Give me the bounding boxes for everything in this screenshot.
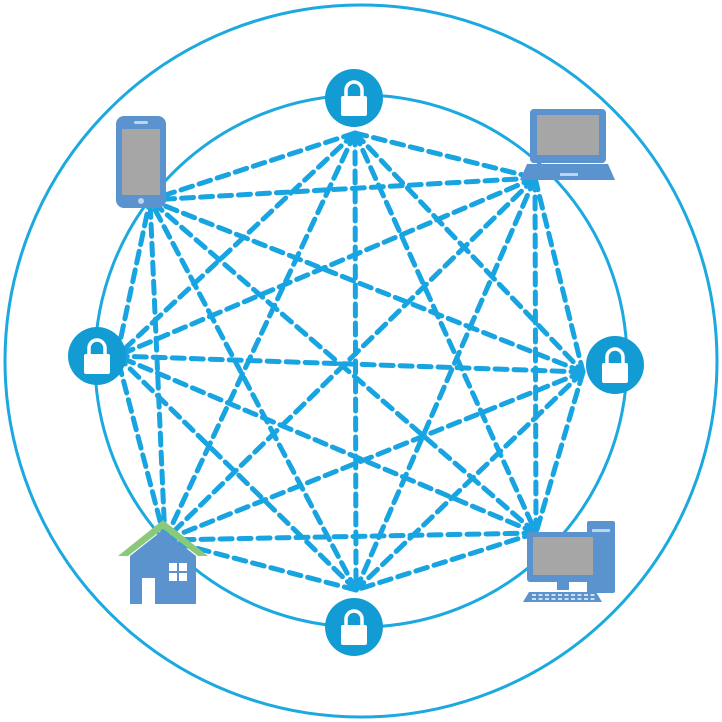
outer-ring — [3, 3, 719, 719]
lock-top-padlock-icon — [325, 69, 383, 127]
lock-body — [341, 96, 367, 116]
desktop-key — [571, 598, 575, 600]
connection-lock-right-lock-left — [114, 353, 586, 375]
laptop-screen — [537, 115, 599, 155]
network-nodes — [68, 69, 644, 656]
lock-right-padlock-icon — [586, 336, 644, 394]
laptop-touchpad — [560, 173, 578, 176]
lock-body — [602, 363, 628, 383]
connection-lock-top-desktop — [352, 130, 539, 536]
desktop-key — [584, 598, 588, 600]
desktop-key — [577, 598, 582, 600]
connection-lock-top-lock-right — [352, 130, 586, 375]
desktop-key — [551, 594, 556, 596]
desktop-monitor-screen — [533, 537, 593, 575]
connection-laptop-lock-left — [114, 175, 538, 359]
desktop-key — [564, 598, 569, 600]
desktop-key — [545, 598, 549, 600]
connection-laptop-phone — [147, 175, 538, 203]
connection-desktop-lock-bottom — [353, 530, 539, 593]
laptop-laptop-icon — [520, 109, 615, 180]
lock-body — [84, 354, 110, 374]
lock-shackle — [344, 609, 364, 626]
desktop-key — [558, 598, 562, 600]
connection-desktop-house — [162, 530, 539, 543]
desktop-key — [564, 594, 569, 596]
desktop-desktop-computer-icon — [523, 521, 615, 602]
laptop-keyboard-base — [520, 164, 615, 180]
connection-lock-bottom-phone — [147, 197, 359, 593]
desktop-key — [538, 598, 543, 600]
phone-speaker — [134, 121, 148, 124]
lock-bottom-padlock-icon — [325, 598, 383, 656]
desktop-key — [577, 594, 582, 596]
phone-smartphone-icon — [116, 116, 166, 208]
connection-laptop-lock-right — [532, 175, 586, 375]
desktop-key — [532, 598, 536, 600]
mesh-connections — [114, 130, 586, 593]
connection-laptop-house — [162, 175, 538, 543]
lock-shackle — [344, 80, 364, 97]
connection-laptop-lock-bottom — [353, 175, 538, 593]
connection-lock-right-house — [162, 369, 586, 543]
desktop-key — [532, 594, 536, 596]
desktop-key — [590, 598, 595, 600]
phone-screen — [122, 129, 160, 195]
house-house-icon — [118, 520, 208, 604]
connection-house-phone — [147, 197, 168, 543]
connection-house-lock-left — [114, 353, 168, 543]
phone-home-button — [138, 198, 144, 204]
desktop-key — [590, 594, 595, 596]
house-roof — [118, 520, 208, 556]
connection-lock-right-desktop — [533, 369, 586, 536]
desktop-key — [545, 594, 549, 596]
desktop-drive-bay — [592, 529, 610, 532]
house-door — [142, 578, 155, 604]
connection-lock-top-laptop — [352, 130, 538, 181]
connection-lock-top-lock-bottom — [352, 130, 359, 593]
desktop-keyboard — [523, 592, 602, 602]
connection-lock-right-phone — [147, 197, 586, 375]
connection-desktop-lock-left — [114, 353, 539, 536]
desktop-monitor-stand — [557, 582, 569, 590]
desktop-key — [584, 594, 588, 596]
lock-body — [341, 625, 367, 645]
connection-desktop-phone — [147, 197, 539, 536]
connection-lock-top-house — [162, 130, 358, 543]
desktop-key — [558, 594, 562, 596]
desktop-key — [538, 594, 543, 596]
connection-lock-left-phone — [114, 197, 153, 359]
desktop-key — [551, 598, 556, 600]
lock-shackle — [87, 338, 107, 355]
connection-lock-top-phone — [147, 130, 358, 203]
lock-shackle — [605, 347, 625, 364]
connection-lock-right-lock-bottom — [353, 369, 586, 593]
desktop-key — [571, 594, 575, 596]
lock-left-padlock-icon — [68, 327, 126, 385]
